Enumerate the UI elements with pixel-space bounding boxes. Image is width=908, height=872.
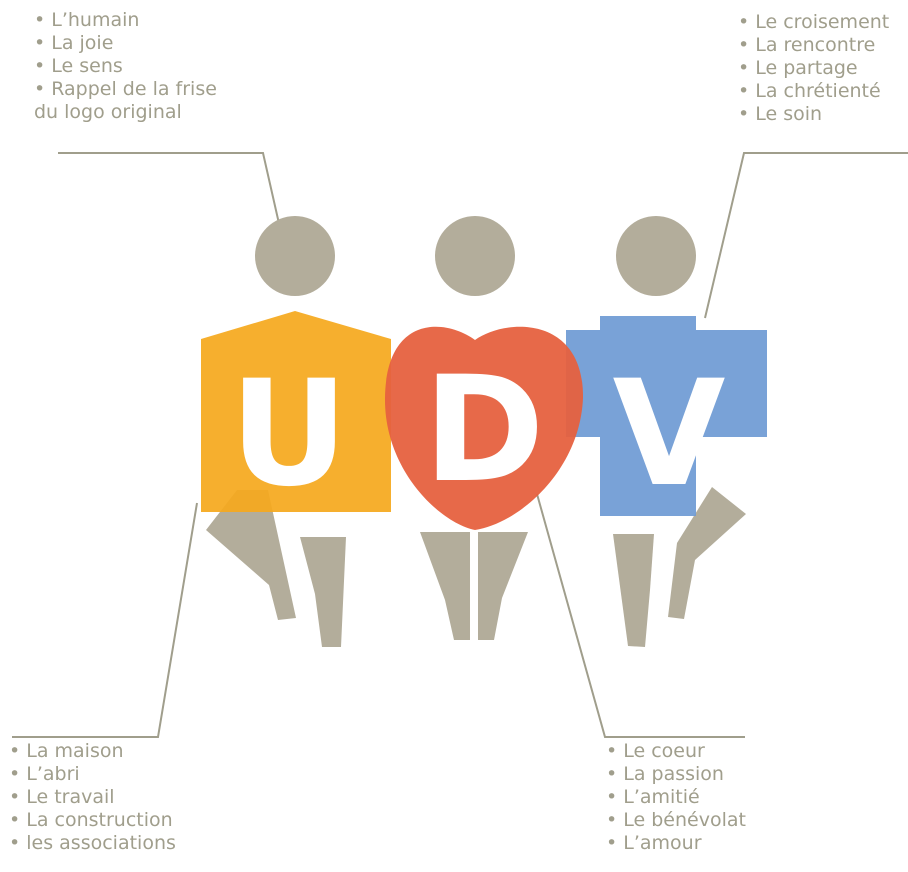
letter-v: V [613, 349, 726, 519]
annotation-item: • L’amour [606, 832, 702, 854]
annotation-item: • Le soin [738, 103, 823, 125]
annotation-item: • La maison [9, 740, 124, 762]
figure-center-leg-left [420, 532, 470, 640]
annotation-item: • La chrétienté [738, 80, 881, 102]
leader-line-bottom-right [536, 493, 745, 738]
house-shape [201, 311, 391, 512]
annotation-item: • L’humain [34, 9, 140, 31]
figure-head-left [255, 216, 335, 296]
annotation-bottom-left: • La maison • L’abri • Le travail • La c… [9, 740, 176, 855]
figure-center-leg-right [478, 532, 528, 640]
annotation-item: • Le partage [738, 57, 858, 79]
figure-head-center [435, 216, 515, 296]
annotation-top-left: • L’humain • La joie • Le sens • Rappel … [34, 9, 217, 124]
letter-u: U [230, 349, 349, 519]
annotation-item: • Le sens [34, 55, 123, 77]
annotation-item: • Le travail [9, 786, 115, 808]
annotation-item: • Le bénévolat [606, 809, 746, 831]
figure-left-leg-right [300, 537, 346, 647]
heart-shape [384, 326, 584, 530]
figure-right-leg-left [613, 534, 654, 647]
figure-left-leg-left [206, 490, 296, 620]
cross-shape [566, 316, 767, 516]
annotation-item: • les associations [9, 832, 176, 854]
leader-line-bottom-left [12, 502, 198, 738]
annotation-item: • La construction [9, 809, 173, 831]
figure-head-right [616, 216, 696, 296]
annotation-item: du logo original [34, 101, 182, 123]
annotation-bottom-right: • Le coeur • La passion • L’amitié • Le … [606, 740, 746, 855]
annotation-item: • L’abri [9, 763, 80, 785]
leader-line-top-right [704, 152, 908, 319]
annotation-item: • La rencontre [738, 34, 876, 56]
annotation-item: • La joie [34, 32, 114, 54]
annotation-item: • Le croisement [738, 11, 890, 33]
annotation-item: • L’amitié [606, 786, 700, 808]
annotation-top-right: • Le croisement • La rencontre • Le part… [738, 11, 889, 126]
annotation-item: • Le coeur [606, 740, 705, 762]
leader-line-top-left [58, 152, 281, 229]
letter-d: D [423, 345, 544, 515]
figure-right-leg-right [668, 487, 746, 619]
annotation-item: • Rappel de la frise [34, 78, 217, 100]
annotation-item: • La passion [606, 763, 724, 785]
